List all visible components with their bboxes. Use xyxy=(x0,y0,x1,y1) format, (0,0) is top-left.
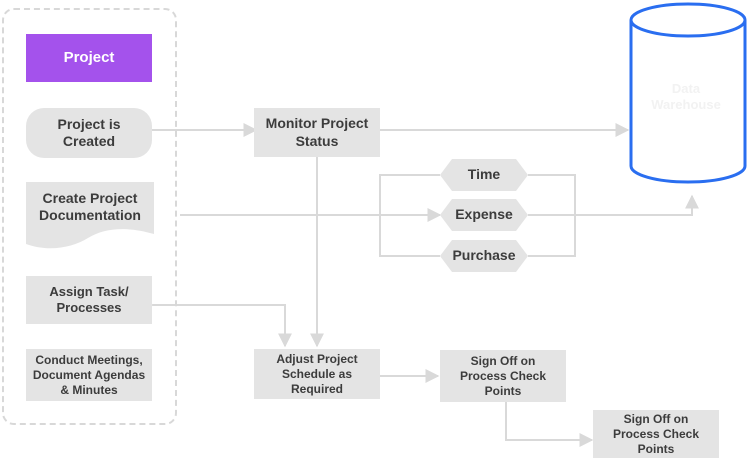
node-assign-task: Assign Task/ Processes xyxy=(26,276,152,324)
node-time-label: Time xyxy=(467,166,501,183)
node-conduct-meetings-label: Conduct Meetings, Document Agendas & Min… xyxy=(32,352,146,397)
project-header: Project xyxy=(26,34,152,82)
arrow-expense-to-warehouse xyxy=(528,194,699,216)
database-cylinder-icon xyxy=(629,2,747,184)
node-expense: Expense xyxy=(440,199,528,231)
node-data-warehouse: Data Warehouse xyxy=(636,72,736,122)
node-sign-off-2: Sign Off on Process Check Points xyxy=(593,410,719,458)
left-process-group xyxy=(2,8,177,425)
node-create-docs-label: Create Project Documentation xyxy=(39,189,141,224)
node-sign-off-2-label: Sign Off on Process Check Points xyxy=(612,411,700,456)
document-shape xyxy=(26,182,154,249)
arrow-assign-adjust xyxy=(140,298,292,348)
node-monitor-status: Monitor Project Status xyxy=(254,108,380,157)
node-adjust-schedule: Adjust Project Schedule as Required xyxy=(254,349,380,399)
node-create-docs: Create Project Documentation xyxy=(26,182,154,232)
node-assign-task-label: Assign Task/ Processes xyxy=(49,283,129,315)
project-header-label: Project xyxy=(63,48,115,66)
hexagon-time-shape xyxy=(440,159,528,191)
node-conduct-meetings: Conduct Meetings, Document Agendas & Min… xyxy=(26,349,152,401)
node-adjust-schedule-label: Adjust Project Schedule as Required xyxy=(276,351,358,396)
hexagon-expense-shape xyxy=(440,199,528,231)
node-data-warehouse-label: Data Warehouse xyxy=(651,80,721,112)
node-project-created: Project is Created xyxy=(26,108,152,158)
arrow-signoff-to-signoff2 xyxy=(505,402,594,447)
node-sign-off-1-label: Sign Off on Process Check Points xyxy=(459,353,547,398)
node-time: Time xyxy=(440,159,528,191)
node-expense-label: Expense xyxy=(455,206,513,223)
node-monitor-status-label: Monitor Project Status xyxy=(265,115,369,149)
hexagon-purchase-shape xyxy=(440,240,528,272)
node-sign-off-1: Sign Off on Process Check Points xyxy=(440,350,566,402)
node-purchase-label: Purchase xyxy=(452,247,516,264)
node-project-created-label: Project is Created xyxy=(57,115,121,150)
bracket-left xyxy=(379,174,440,257)
node-purchase: Purchase xyxy=(440,240,528,272)
